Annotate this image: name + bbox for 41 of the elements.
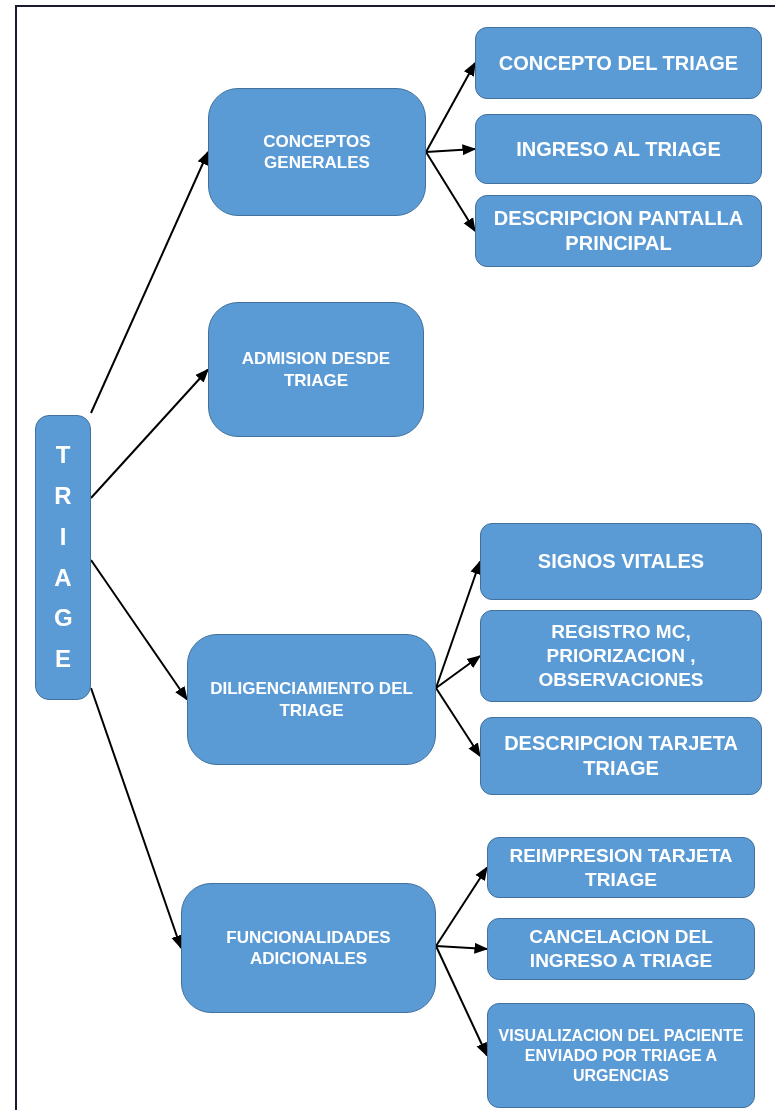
topic-label: DESCRIPCION TARJETA TRIAGE	[503, 731, 739, 781]
topic-label: CONCEPTOS GENERALES	[262, 130, 372, 174]
topic-label: CONCEPTO DEL TRIAGE	[497, 50, 740, 76]
arrow	[435, 560, 482, 689]
arrow	[90, 150, 209, 414]
topic-label: REIMPRESION TARJETA TRIAGE	[508, 843, 734, 892]
topic-label: VISUALIZACION DEL PACIENTE ENVIADO POR TRIAGE A URGENCIAS	[497, 1025, 745, 1086]
arrow	[435, 866, 488, 947]
arrow	[435, 945, 488, 1057]
arrow	[90, 559, 188, 701]
topic-box	[475, 27, 762, 99]
topic-box	[208, 88, 426, 216]
topic-label: SIGNOS VITALES	[536, 549, 706, 574]
topic-box	[480, 610, 762, 702]
arrow	[435, 655, 482, 689]
topic-label: DILIGENCIAMIENTO DEL TRIAGE	[209, 678, 414, 721]
topic-box	[208, 302, 424, 437]
arrow	[425, 151, 476, 233]
topic-box	[475, 195, 762, 267]
topic-box	[187, 634, 436, 765]
topic-box	[480, 717, 762, 795]
topic-box	[487, 837, 755, 898]
topic-box	[475, 114, 762, 184]
arrow	[425, 144, 477, 156]
arrow	[435, 942, 489, 954]
root-bar	[35, 415, 91, 700]
topic-label: FUNCIONALIDADES ADICIONALES	[225, 926, 392, 970]
arrow	[90, 687, 183, 950]
topic-box	[487, 918, 755, 980]
topic-label: CANCELACION DEL INGRESO A TRIAGE	[528, 925, 714, 973]
topic-label: REGISTRO MC, PRIORIZACION , OBSERVACIONES	[537, 620, 705, 692]
arrow	[90, 368, 209, 499]
topic-box	[480, 523, 762, 600]
arrow	[425, 61, 476, 153]
topic-box	[487, 1003, 755, 1108]
topic-label: DESCRIPCION PANTALLA PRINCIPAL	[492, 206, 745, 256]
topic-label: INGRESO AL TRIAGE	[515, 136, 722, 162]
topic-box	[181, 883, 436, 1013]
topic-label: ADMISION DESDE TRIAGE	[240, 348, 392, 391]
vertical-title: TRIAGE	[54, 440, 72, 675]
arrow	[435, 687, 481, 758]
